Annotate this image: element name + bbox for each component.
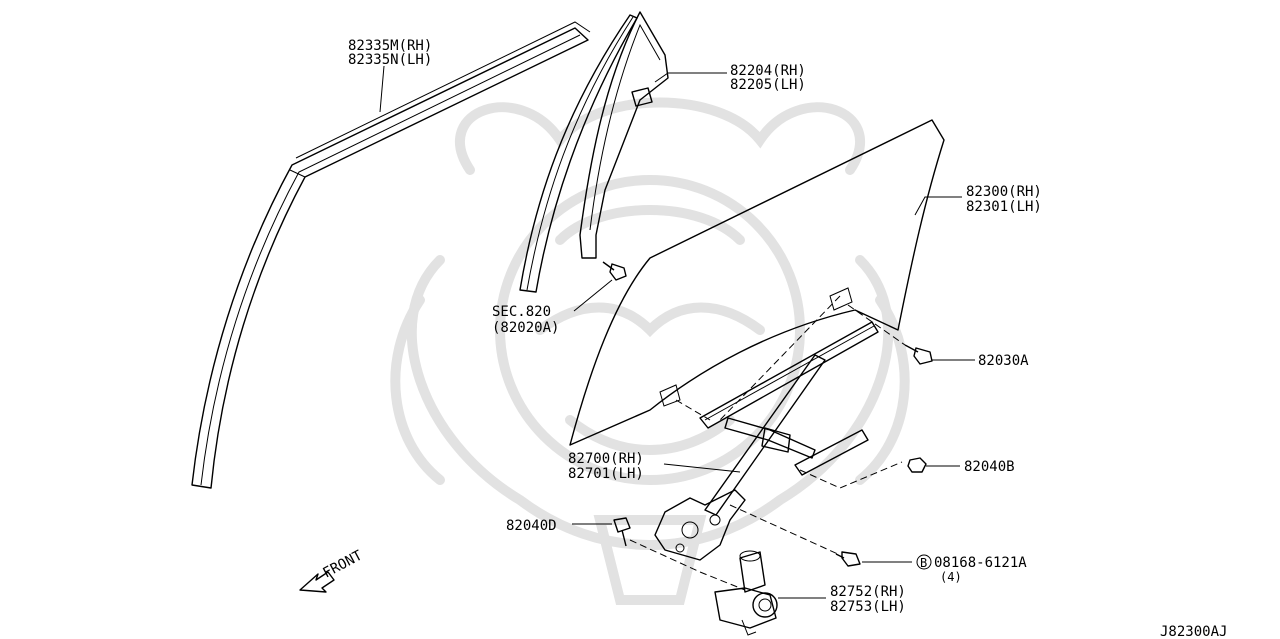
corner-rh-label: 82204(RH) [730,63,806,79]
sec-sub-label: (82020A) [492,320,559,336]
motor-lh-label: 82753(LH) [830,599,906,615]
screw-part-label: 08168-6121A [934,555,1027,571]
bolt-sec820-icon[interactable] [602,261,627,281]
regulator-rh-label: 82700(RH) [568,451,644,467]
door-glass-part[interactable] [569,119,945,446]
screw-qty-label: (4) [940,570,962,584]
corner-glass-part[interactable] [519,11,669,293]
regulator-lh-label: 82701(LH) [568,466,644,482]
glass-rh-label: 82300(RH) [966,184,1042,200]
leader-lines [379,65,975,599]
sec-ref-label[interactable]: SEC.820 [492,304,551,320]
glass-lh-label: 82301(LH) [966,199,1042,215]
sash-lh-label: 82335N(LH) [348,52,432,68]
front-arrow-icon [299,571,335,593]
screw-badge-label: B [920,556,927,570]
assembly-lines [629,295,906,591]
bolt-b-label: 82040B [964,459,1015,475]
screw-08168-icon[interactable] [835,551,861,567]
window-regulator-part[interactable] [654,321,879,561]
window-motor-part[interactable] [714,550,778,636]
front-label: FRONT [320,547,365,581]
motor-rh-label: 82752(RH) [830,584,906,600]
diagram-code-label: J82300AJ [1160,624,1227,639]
screw-badge-icon [916,554,932,570]
bolt-a-label: 82030A [978,353,1029,369]
nut-82040b-icon[interactable] [907,457,927,473]
sash-rh-label: 82335M(RH) [348,38,432,54]
watermark-emblem-icon [390,97,910,605]
corner-lh-label: 82205(LH) [730,77,806,93]
bolt-82030a-icon[interactable] [904,344,933,365]
bolt-d-label: 82040D [506,518,557,534]
bolt-82040d-icon[interactable] [613,517,631,547]
door-sash-part[interactable] [191,21,591,489]
